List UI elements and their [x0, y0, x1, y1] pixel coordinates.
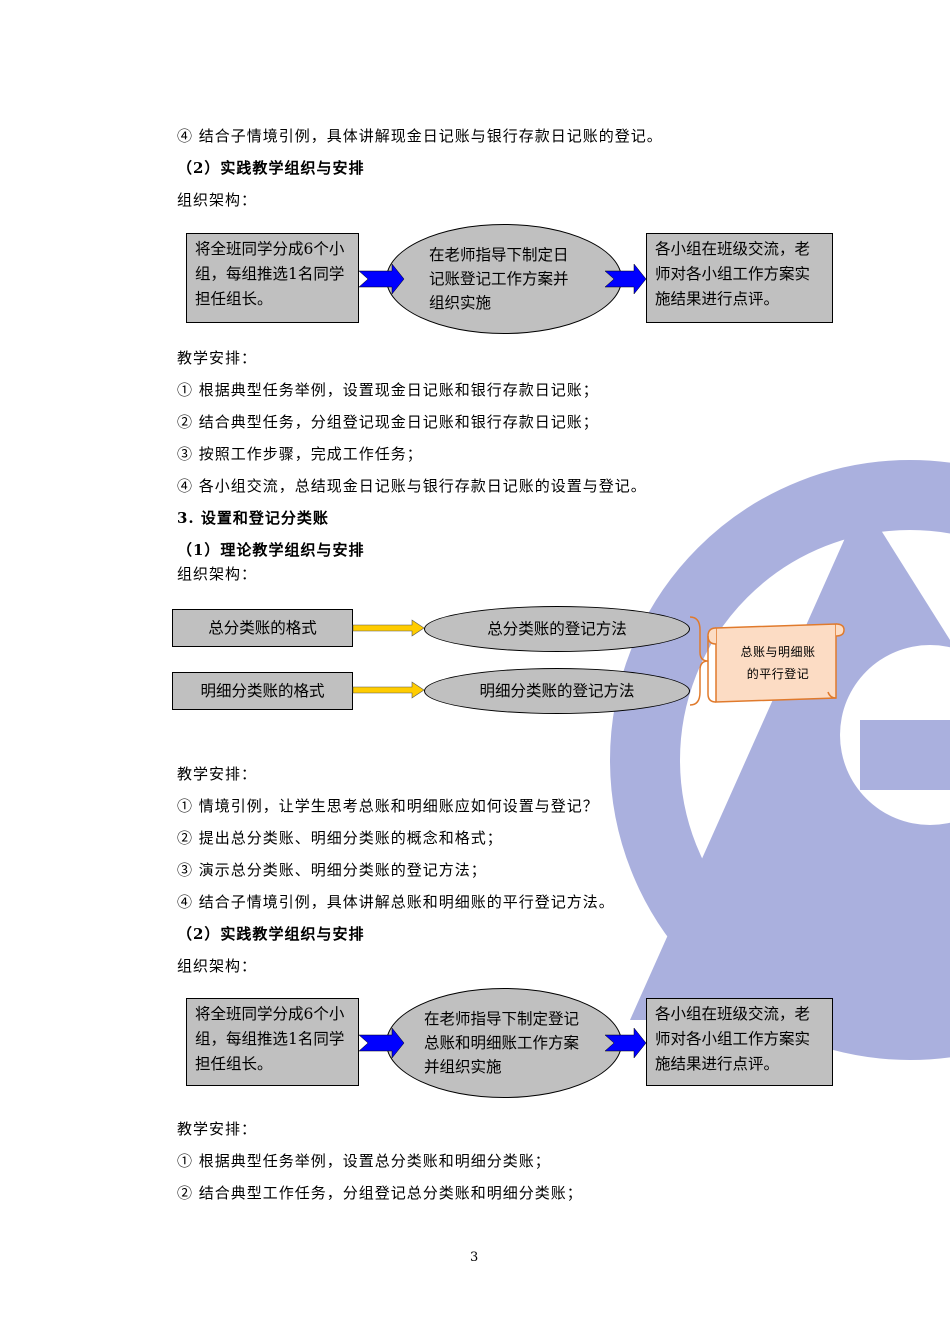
detail-method-ellipse: 明细分类账的登记方法: [424, 668, 690, 714]
diagram3-plan-text: 在老师指导下制定登记总账和明细账工作方案并组织实施: [424, 1010, 580, 1076]
arrangement-step-2: ② 结合典型任务，分组登记现金日记账和银行存款日记账；: [177, 413, 599, 431]
detail-method-text: 明细分类账的登记方法: [479, 682, 635, 700]
ledger-format-box: 总分类账的格式: [172, 609, 353, 647]
ledger-method-ellipse: 总分类账的登记方法: [424, 606, 690, 652]
org-structure-label: 组织架构：: [177, 191, 258, 209]
theory-step-2: ② 提出总分类账、明细分类账的概念和格式；: [177, 829, 503, 847]
page-number: 3: [470, 1250, 479, 1265]
section-heading-theory: （1）理论教学组织与安排: [177, 541, 365, 559]
diagram1-group-box: 将全班同学分成6个小组，每组推选1名同学担任组长。: [186, 233, 359, 323]
scroll-line-2: 的平行登记: [746, 667, 810, 681]
parallel-posting-scroll: 总账与明细账 的平行登记: [728, 641, 828, 685]
practice-step-1: ① 根据典型任务举例，设置总分类账和明细分类账；: [177, 1152, 551, 1170]
diagram3-plan-ellipse: 在老师指导下制定登记总账和明细账工作方案并组织实施: [386, 988, 622, 1098]
theory-step-3: ③ 演示总分类账、明细分类账的登记方法；: [177, 861, 487, 879]
diagram1-plan-text: 在老师指导下制定日记账登记工作方案并组织实施: [429, 246, 569, 312]
org-structure-label: 组织架构：: [177, 957, 258, 975]
teaching-arrangement-label: 教学安排：: [177, 1120, 258, 1138]
scroll-line-1: 总账与明细账: [740, 645, 816, 659]
org-structure-label: 组织架构：: [177, 565, 258, 583]
theory-step-1: ① 情境引例，让学生思考总账和明细账应如何设置与登记？: [177, 797, 599, 815]
brace-icon: [689, 616, 709, 706]
arrow-icon: [604, 1027, 647, 1059]
practice-step-2: ② 结合典型工作任务，分组登记总分类账和明细分类账；: [177, 1184, 583, 1202]
teaching-arrangement-label: 教学安排：: [177, 765, 258, 783]
section-heading-practice: （2）实践教学组织与安排: [177, 159, 365, 177]
diagram1-review-box: 各小组在班级交流，老师对各小组工作方案实施结果进行点评。: [646, 233, 833, 323]
arrow-icon: [358, 263, 405, 295]
arrow-icon: [352, 681, 425, 699]
diagram3-group-box: 将全班同学分成6个小组，每组推选1名同学担任组长。: [186, 998, 359, 1086]
detail-format-box: 明细分类账的格式: [172, 672, 353, 710]
arrow-icon: [604, 263, 647, 295]
diagram1-plan-ellipse: 在老师指导下制定日记账登记工作方案并组织实施: [386, 224, 622, 334]
arrangement-step-4: ④ 各小组交流，总结现金日记账与银行存款日记账的设置与登记。: [177, 477, 647, 495]
step-4-cash-journal: ④ 结合子情境引例，具体讲解现金日记账与银行存款日记账的登记。: [177, 127, 663, 145]
arrangement-step-3: ③ 按照工作步骤，完成工作任务；: [177, 445, 423, 463]
scroll-icon: [707, 623, 845, 703]
arrow-icon: [352, 619, 425, 637]
teaching-arrangement-label: 教学安排：: [177, 349, 258, 367]
ledger-method-text: 总分类账的登记方法: [487, 620, 627, 638]
theory-step-4: ④ 结合子情境引例，具体讲解总账和明细账的平行登记方法。: [177, 893, 615, 911]
section-3-heading: 3. 设置和登记分类账: [177, 509, 329, 527]
arrangement-step-1: ① 根据典型任务举例，设置现金日记账和银行存款日记账；: [177, 381, 599, 399]
diagram3-review-box: 各小组在班级交流，老师对各小组工作方案实施结果进行点评。: [646, 998, 833, 1086]
section-heading-practice: （2）实践教学组织与安排: [177, 925, 365, 943]
arrow-icon: [358, 1027, 405, 1059]
